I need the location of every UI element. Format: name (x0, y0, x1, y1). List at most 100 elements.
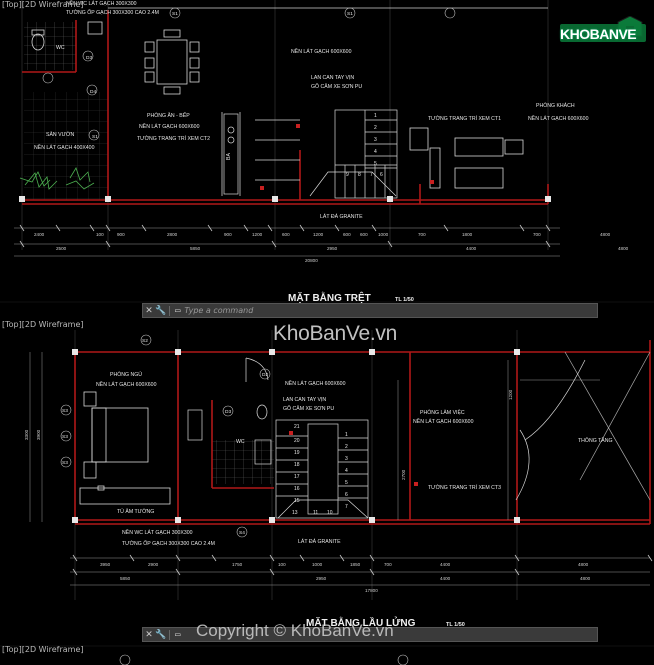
plan2-columns (72, 349, 520, 523)
plan2-wc-wall: TƯỜNG ỐP GẠCH 300X300 CAO 2.4M (122, 540, 215, 547)
wrench-icon[interactable]: 🔧 (155, 629, 167, 640)
plan2-drawing (29, 330, 653, 665)
plan1-stone: LÁT ĐÁ GRANITE (320, 213, 363, 220)
plan2-step: 21 (294, 424, 300, 430)
plan2-step: 3 (345, 456, 348, 462)
plan2-work: PHÒNG LÀM VIỆC (420, 408, 465, 416)
plan2-dimension-lines (29, 352, 650, 586)
plan1-dims: 2400 100 900 2800 900 1200 600 1200 600 … (34, 232, 629, 263)
plan1-step-7: 7 (370, 172, 373, 178)
plan1-kitchen-wall: TƯỜNG TRANG TRÍ XEM CT2 (137, 135, 210, 142)
plan2-step: 18 (294, 462, 300, 468)
wc-tile-pattern (24, 22, 76, 70)
dim: 4400 (466, 246, 477, 251)
logo-mark-icon (560, 15, 646, 42)
plan2-tag-d3: D3 (225, 409, 231, 415)
plan1-garden-floor: NỀN LÁT GẠCH 400X400 (34, 144, 95, 151)
plant-icon (19, 167, 95, 190)
viewport-label[interactable]: [Top][2D Wireframe] (2, 320, 84, 329)
plan1-ticks (19, 224, 551, 248)
plan2-title: MẶT BẰNG LẦU LỬNG (306, 616, 416, 629)
plan1-tag-s1c: S1 (347, 11, 353, 17)
bed-icon (79, 391, 171, 505)
close-icon[interactable]: ✕ (145, 629, 153, 640)
plan2-furniture (187, 351, 651, 501)
command-line[interactable]: ✕ 🔧 ▭ (142, 627, 598, 642)
dim: 100 (278, 562, 286, 567)
kitchen-counter (223, 113, 239, 195)
plan1-text: NỀN WC LÁT GẠCH 300X300 TƯỜNG ỐP GẠCH 30… (34, 0, 589, 220)
plan2-step: 7 (345, 504, 348, 510)
plan2-step: 1 (345, 432, 348, 438)
dim: 700 (384, 562, 392, 567)
plan2-stairs (275, 419, 369, 519)
plan2-bedroom: PHÒNG NGỦ (110, 371, 142, 378)
plan1-garden: SÂN VƯỜN (46, 131, 74, 138)
plan1-step-4: 4 (374, 149, 377, 155)
dim: 2900 (148, 562, 159, 567)
plan2-step: 20 (294, 438, 300, 444)
plan1-step-3: 3 (374, 137, 377, 143)
dim: 4800 (580, 576, 591, 581)
plan1-kitchen-floor: NỀN LÁT GẠCH 600X600 (139, 123, 200, 130)
plan2-step: 16 (294, 486, 300, 492)
plan2-step: 17 (294, 474, 300, 480)
dim: 2400 (34, 232, 45, 237)
plan2-level-markers (289, 431, 418, 486)
plan2-scale: TL 1/50 (446, 622, 465, 628)
plan1-tag-s1a: S1 (92, 134, 98, 140)
dim: 700 (418, 232, 426, 237)
wrench-icon[interactable]: 🔧 (155, 305, 167, 316)
plan2-hall-floor: NỀN LÁT GẠCH 600X600 (285, 380, 346, 387)
plan2-step: 11 (313, 510, 318, 516)
plan2-stone: LÁT ĐÁ GRANITE (298, 538, 341, 545)
plan2-step: 6 (345, 492, 348, 498)
plan1-title-group: MẶT BẰNG TRỆT TL 1/50 (288, 291, 414, 304)
plan2-tag-d2: D2 (262, 372, 268, 378)
khobanve-logo: KHOBANVE (560, 15, 646, 48)
plan1-tag-s1b: S1 (172, 11, 178, 17)
divider (169, 629, 170, 640)
plan2-step: 15 (294, 498, 300, 504)
plan2-step: 5 (345, 480, 348, 486)
plan2-wc-tile (212, 440, 274, 484)
dim: 700 (533, 232, 541, 237)
viewport-label[interactable]: [Top][2D Wireframe] (2, 0, 84, 9)
plan2-title-group: MẶT BẰNG LẦU LỬNG TL 1/50 (306, 616, 465, 629)
plan2-dims: 3950 2900 1750 100 1000 1850 700 4400 48… (24, 389, 591, 593)
dim-total: 17800 (365, 588, 378, 593)
plan1-living-wall: TƯỜNG TRANG TRÍ XEM CT1 (428, 115, 501, 122)
plan2-wc: WC (236, 439, 245, 445)
dim: 1750 (232, 562, 243, 567)
plan1-step-8: 8 (358, 172, 361, 178)
plan2-axis-bubbles (60, 334, 409, 665)
plan2-ticks (72, 554, 653, 576)
plan1-scale: TL 1/50 (395, 297, 414, 303)
logo-text: KHOBANVE (560, 26, 637, 42)
dim: 1800 (462, 232, 473, 237)
sofa-icon (409, 127, 524, 189)
command-input[interactable]: Type a command (184, 306, 254, 315)
plan1-title: MẶT BẰNG TRỆT (288, 291, 371, 304)
toilet-icon (31, 21, 103, 51)
command-line[interactable]: ✕ 🔧 ▭ Type a command (142, 303, 598, 318)
plan2-wc-floor: NỀN WC LÁT GẠCH 300X300 (122, 529, 193, 536)
plan2-void: THÔNG TẦNG (578, 437, 613, 444)
dim: 1200 (508, 389, 513, 400)
close-icon[interactable]: ✕ (145, 305, 153, 316)
viewport-label[interactable]: [Top][2D Wireframe] (2, 645, 84, 654)
dim: 600 (282, 232, 290, 237)
plan2-step: 2 (345, 444, 348, 450)
garden-tile-pattern (24, 92, 108, 200)
watermark-copyright: Copyright © KhoBanVe.vn (196, 621, 394, 640)
plan1-stairs (255, 109, 398, 199)
command-prompt-icon: ▭ (175, 305, 181, 316)
plan2-step: 10 (327, 510, 333, 516)
plan2-wardrobe: TỦ ÂM TƯỜNG (117, 508, 154, 515)
dim: 900 (224, 232, 232, 237)
plan1-step-9: 9 (346, 172, 349, 178)
plan1-railing-1: LAN CAN TAY VỊN (311, 75, 354, 81)
plan1-wc-wall: TƯỜNG ỐP GẠCH 300X300 CAO 2.4M (66, 9, 159, 16)
plan1-kitchen: PHÒNG ĂN - BẾP (147, 112, 190, 119)
